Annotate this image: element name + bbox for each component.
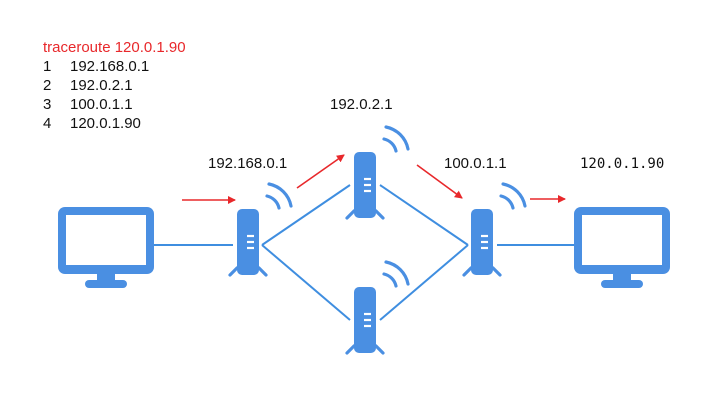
hop-line-3: 3 100.0.1.1 xyxy=(43,95,186,114)
hop-number: 4 xyxy=(43,115,52,132)
hop-line-1: 1 192.168.0.1 xyxy=(43,57,186,76)
router1-label: 192.168.0.1 xyxy=(208,155,288,172)
hop-arrow-2 xyxy=(296,154,345,189)
router3-label: 100.0.1.1 xyxy=(444,155,507,172)
computer-monitor-icon xyxy=(58,207,154,288)
link-router-top-router3 xyxy=(379,184,469,246)
link-router1-router-top xyxy=(261,184,351,246)
link-router-bottom-router3 xyxy=(379,244,469,321)
traceroute-output: traceroute 120.0.1.90 1 192.168.0.1 2 192.… xyxy=(43,38,186,133)
computer-monitor-icon xyxy=(574,207,670,288)
hop-number: 1 xyxy=(43,58,52,75)
hop-arrow-3 xyxy=(416,164,463,199)
network-links xyxy=(154,184,578,321)
hop-ip: 100.0.1.1 xyxy=(70,96,133,113)
wireless-router-icon xyxy=(228,182,293,277)
hop-number: 3 xyxy=(43,96,52,113)
router-top-label: 192.0.2.1 xyxy=(330,96,393,113)
hop-number: 2 xyxy=(43,77,52,94)
wireless-router-icon xyxy=(345,260,410,355)
hop-ip: 192.0.2.1 xyxy=(70,77,133,94)
hop-line-2: 2 192.0.2.1 xyxy=(43,76,186,95)
wireless-router-icon xyxy=(462,182,527,277)
destination-label: 120.0.1.90 xyxy=(580,156,665,172)
traceroute-command: traceroute 120.0.1.90 xyxy=(43,39,186,56)
wireless-router-icon xyxy=(345,125,410,220)
hop-ip: 192.168.0.1 xyxy=(70,58,150,75)
hop-arrows xyxy=(182,154,566,204)
hop-ip: 120.0.1.90 xyxy=(70,115,141,132)
hop-line-4: 4 120.0.1.90 xyxy=(43,114,186,133)
link-router1-router-bottom xyxy=(261,244,351,321)
